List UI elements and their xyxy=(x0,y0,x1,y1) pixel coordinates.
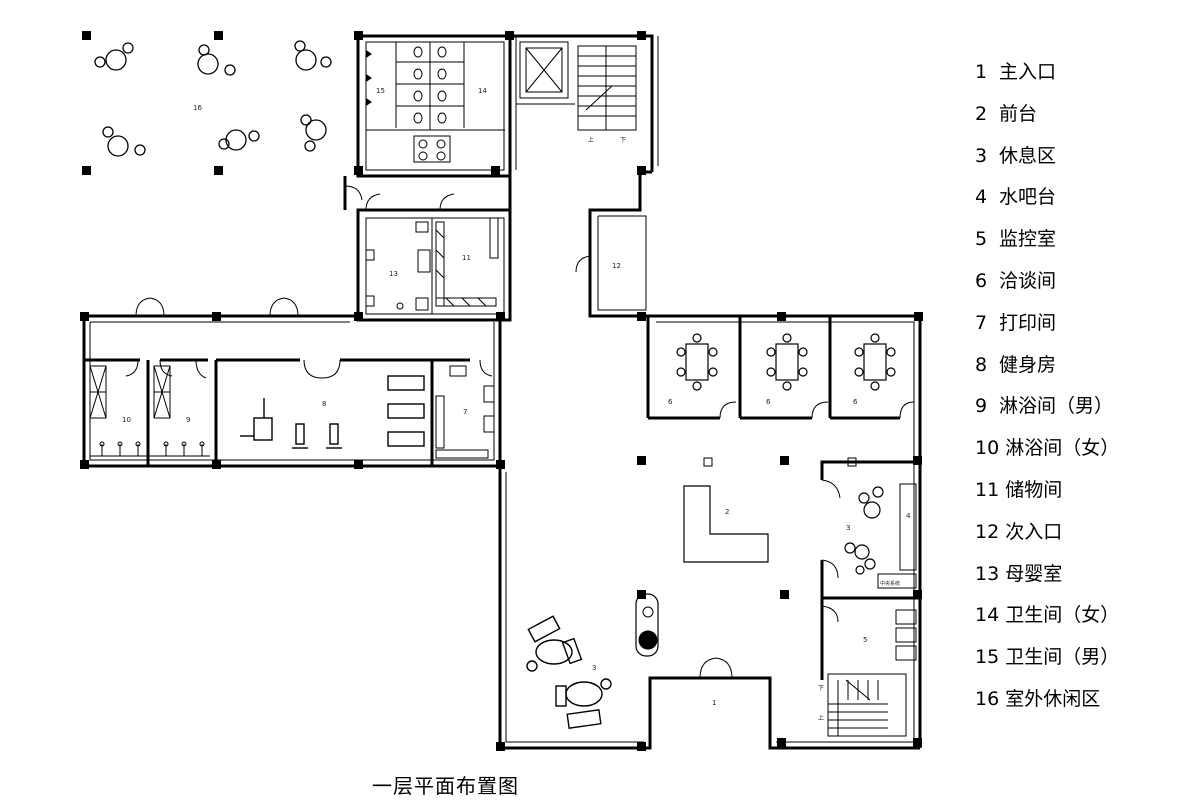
legend-num: 10 xyxy=(975,437,1000,460)
room-label: 12 xyxy=(612,262,621,270)
legend-item: 12 次入口 xyxy=(975,512,1119,554)
legend-num: 6 xyxy=(975,269,988,292)
plan-title: 一层平面布置图 xyxy=(372,774,519,798)
floor-plan: 1 2 3 3 4 5 6 6 6 7 8 9 10 11 12 13 14 1… xyxy=(80,31,923,751)
legend-num: 12 xyxy=(975,520,1000,543)
legend-num: 8 xyxy=(975,353,988,376)
legend-name: 主入口 xyxy=(999,61,1057,83)
legend-item: 10 淋浴间（女） xyxy=(975,428,1119,470)
reception-desk xyxy=(683,485,769,563)
legend-item: 7 打印间 xyxy=(975,303,1119,345)
plant-and-stand xyxy=(635,593,659,657)
legend-num: 14 xyxy=(975,604,1000,627)
legend-num: 2 xyxy=(975,102,988,125)
gym-equipment xyxy=(240,375,425,449)
water-bar xyxy=(877,483,917,661)
legend-num: 1 xyxy=(975,61,988,83)
room-label: 2 xyxy=(725,508,729,516)
lockers xyxy=(89,365,210,457)
bar-note: 中央系统 xyxy=(880,580,900,587)
legend-name: 健身房 xyxy=(999,353,1057,376)
elevator xyxy=(519,41,569,99)
room-label: 16 xyxy=(193,104,202,112)
legend-item: 15 卫生间（男） xyxy=(975,637,1119,679)
room-labels: 1 2 3 3 4 5 6 6 6 7 8 9 10 11 12 13 14 1… xyxy=(122,87,911,722)
room-label: 5 xyxy=(863,636,867,644)
legend-item: 16 室外休闲区 xyxy=(975,679,1119,721)
legend-item: 9 淋浴间（男） xyxy=(975,386,1119,428)
legend: 1 主入口 2 前台 3 休息区 4 水吧台 5 监控室 6 洽谈间 7 打印间… xyxy=(975,52,1119,721)
room-label: 14 xyxy=(478,87,487,95)
legend-name: 卫生间（男） xyxy=(1005,646,1120,669)
legend-name: 淋浴间（男） xyxy=(999,395,1114,418)
legend-item: 6 洽谈间 xyxy=(975,261,1119,303)
legend-name: 储物间 xyxy=(1005,478,1063,501)
doors xyxy=(125,185,915,679)
meeting-tables xyxy=(676,333,896,391)
stairs-upper xyxy=(577,45,637,131)
nursing-room-fixtures xyxy=(365,221,431,311)
stairs-lower xyxy=(827,673,907,737)
legend-item: 14 卫生间（女） xyxy=(975,595,1119,637)
room-label: 11 xyxy=(462,254,471,262)
storage-shelves xyxy=(435,217,499,307)
legend-num: 7 xyxy=(975,311,988,334)
room-label: 3 xyxy=(592,664,596,672)
room-label: 13 xyxy=(389,270,398,278)
outdoor-furniture xyxy=(94,40,332,157)
legend-num: 13 xyxy=(975,562,1000,585)
room-label: 15 xyxy=(376,87,385,95)
legend-name: 前台 xyxy=(999,102,1038,125)
lobby-marks xyxy=(703,457,857,467)
room-label: 7 xyxy=(463,408,467,416)
room-label: 6 xyxy=(766,398,771,406)
legend-name: 母婴室 xyxy=(1005,562,1063,585)
legend-item: 2 前台 xyxy=(975,94,1119,136)
legend-item: 13 母婴室 xyxy=(975,554,1119,596)
stair-label-down: 下 xyxy=(818,685,824,692)
legend-num: 5 xyxy=(975,228,988,251)
legend-name: 卫生间（女） xyxy=(1005,604,1120,627)
stair-label-down: 下 xyxy=(620,137,626,144)
room-label: 8 xyxy=(322,400,326,408)
legend-name: 休息区 xyxy=(999,144,1057,167)
legend-num: 9 xyxy=(975,395,988,418)
printer-room-furniture xyxy=(435,365,495,459)
legend-name: 淋浴间（女） xyxy=(1005,437,1120,460)
legend-num: 4 xyxy=(975,186,988,209)
legend-item: 1 主入口 xyxy=(975,52,1119,94)
legend-num: 3 xyxy=(975,144,988,167)
legend-name: 水吧台 xyxy=(999,186,1057,209)
room-label: 10 xyxy=(122,416,131,424)
legend-item: 8 健身房 xyxy=(975,345,1119,387)
walls xyxy=(82,34,922,750)
legend-num: 11 xyxy=(975,478,1000,501)
room-label: 4 xyxy=(906,512,911,520)
room-label: 1 xyxy=(712,699,716,707)
legend-name: 洽谈间 xyxy=(999,269,1057,292)
lounge-sofas xyxy=(526,615,612,729)
room-label: 3 xyxy=(846,524,850,532)
lounge-chairs-right xyxy=(844,486,884,575)
legend-name: 监控室 xyxy=(999,228,1057,251)
legend-num: 16 xyxy=(975,687,1000,710)
room-label: 6 xyxy=(853,398,858,406)
legend-name: 次入口 xyxy=(1005,520,1063,543)
legend-item: 4 水吧台 xyxy=(975,177,1119,219)
legend-item: 11 储物间 xyxy=(975,470,1119,512)
room-label: 9 xyxy=(186,416,190,424)
toilet-fixtures xyxy=(395,42,465,163)
room-label: 6 xyxy=(668,398,673,406)
stair-label-up: 上 xyxy=(588,136,594,144)
urinals xyxy=(366,50,372,106)
legend-num: 15 xyxy=(975,646,1000,669)
legend-item: 5 监控室 xyxy=(975,219,1119,261)
legend-name: 打印间 xyxy=(999,311,1057,334)
legend-name: 室外休闲区 xyxy=(1005,687,1101,710)
legend-item: 3 休息区 xyxy=(975,136,1119,178)
stair-label-up: 上 xyxy=(818,714,824,722)
